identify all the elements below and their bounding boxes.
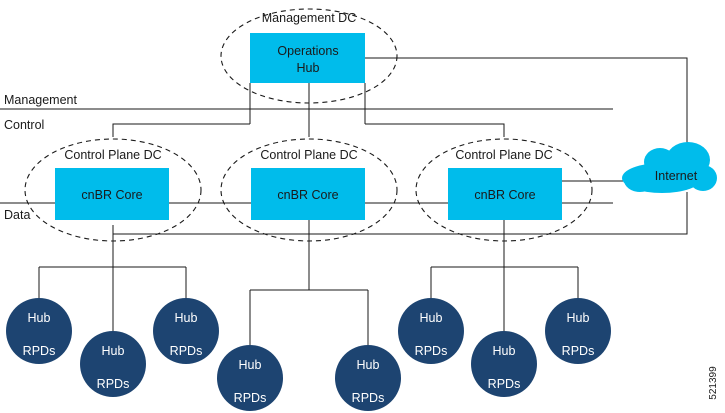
- hub-label: Hub: [239, 358, 262, 372]
- hub-rpd-node: Hub RPDs: [153, 298, 219, 364]
- hub-rpd-node: Hub RPDs: [335, 345, 401, 411]
- figure-id: 521399: [708, 366, 719, 400]
- internet-to-data-bus-line: [112, 192, 688, 235]
- control-right-branch: [365, 123, 505, 137]
- rpds-label: RPDs: [415, 344, 448, 358]
- cnbr-core-label-2: cnBR Core: [277, 188, 338, 202]
- control-plane-dc-label-2: Control Plane DC: [260, 148, 357, 162]
- hub-label: Hub: [102, 344, 125, 358]
- operations-hub-box: [250, 33, 365, 83]
- control-left-branch: [112, 123, 250, 137]
- hub-rpd-node: Hub RPDs: [80, 331, 146, 397]
- data-plane-label: Data: [4, 208, 30, 222]
- hub-label: Hub: [175, 311, 198, 325]
- hub-rpd-node: Hub RPDs: [6, 298, 72, 364]
- cnbr-core-label-1: cnBR Core: [81, 188, 142, 202]
- rpds-label: RPDs: [562, 344, 595, 358]
- control-plane-dc-label-3: Control Plane DC: [455, 148, 552, 162]
- ops-to-internet-line: [365, 57, 688, 148]
- hub-rpd-node: Hub RPDs: [217, 345, 283, 411]
- management-plane-label: Management: [4, 93, 77, 107]
- rpds-label: RPDs: [23, 344, 56, 358]
- hub-label: Hub: [567, 311, 590, 325]
- rpds-label: RPDs: [234, 391, 267, 405]
- hub-label: Hub: [493, 344, 516, 358]
- management-dc-label: Management DC: [262, 11, 357, 25]
- control-plane-label: Control: [4, 118, 44, 132]
- rpds-label: RPDs: [352, 391, 385, 405]
- internet-cloud-icon: [622, 142, 717, 193]
- hub-label: Hub: [357, 358, 380, 372]
- hub-rpd-node: Hub RPDs: [398, 298, 464, 364]
- cnbr-core-box-2: [251, 168, 365, 220]
- hub-label: Hub: [28, 311, 51, 325]
- control-plane-dc-label-1: Control Plane DC: [64, 148, 161, 162]
- hub-rpd-node: Hub RPDs: [545, 298, 611, 364]
- cnbr-core-label-3: cnBR Core: [474, 188, 535, 202]
- operations-hub-label-line1: Operations: [277, 44, 338, 58]
- rpds-label: RPDs: [170, 344, 203, 358]
- rpds-label: RPDs: [97, 377, 130, 391]
- rpds-label: RPDs: [488, 377, 521, 391]
- cnbr-core-box-3: [448, 168, 562, 220]
- internet-label: Internet: [655, 169, 698, 183]
- cnbr-core-box-1: [55, 168, 169, 220]
- hub-rpd-node: Hub RPDs: [471, 331, 537, 397]
- operations-hub-label-line2: Hub: [297, 61, 320, 75]
- hub-label: Hub: [420, 311, 443, 325]
